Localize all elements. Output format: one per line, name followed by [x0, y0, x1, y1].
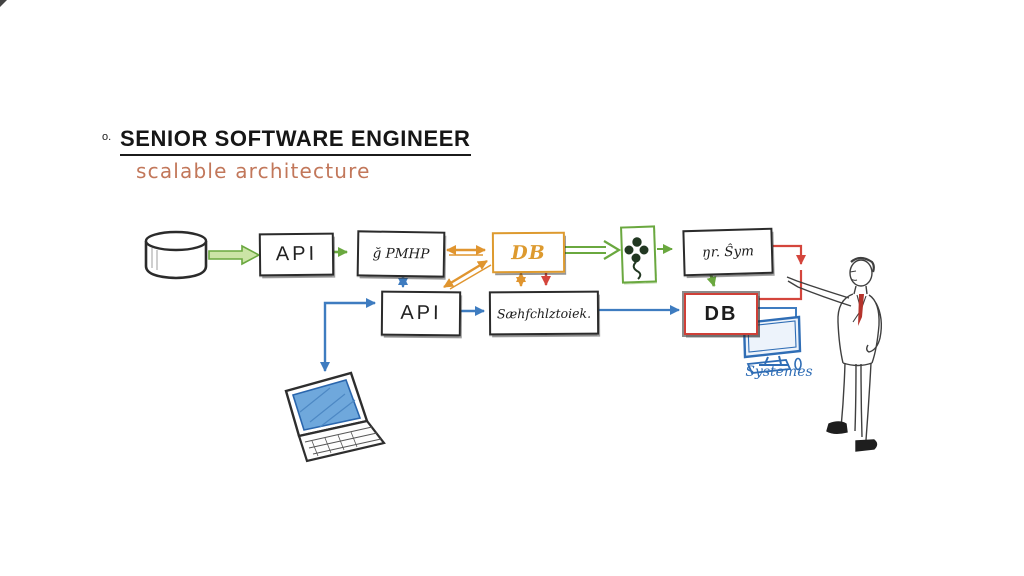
node-db-mid[interactable]: DB [684, 293, 758, 335]
node-db-top-label: DB [511, 241, 546, 264]
arrow-dbtop-to-branch [564, 240, 622, 260]
header: o. SENIOR SOFTWARE ENGINEER scalable arc… [100, 126, 471, 183]
node-api-top-label: API [275, 242, 318, 266]
node-scheduler-mid[interactable]: Sæhfchlztoiek. [488, 290, 600, 336]
node-api-mid[interactable]: API [380, 290, 462, 337]
database-cylinder-icon [144, 230, 208, 280]
git-branch-scribble-icon [624, 237, 649, 280]
node-scheduler-mid-label: Sæhfchlztoiek. [496, 305, 592, 321]
arrow-laptop-to-apimid [320, 298, 376, 372]
page-subtitle: scalable architecture [136, 159, 371, 183]
node-system-top-label: ŋr. Ŝym [701, 243, 755, 261]
node-api-top[interactable]: API [258, 232, 335, 277]
header-bullet: o. [102, 131, 112, 143]
node-system-top[interactable]: ŋr. Ŝym [682, 227, 774, 277]
presenter-figure [786, 256, 883, 452]
line-dbmid-to-monitor [756, 307, 797, 318]
monitor-caption: Systemes [745, 364, 813, 380]
corner-artifact [0, 0, 7, 7]
node-service-top[interactable]: ğ PMHP [356, 230, 446, 278]
node-service-top-label: ğ PMHP [372, 245, 430, 263]
node-api-mid-label: API [400, 301, 442, 325]
node-db-mid-label: DB [704, 302, 738, 325]
arrow-service-dbtop-horizontal [446, 245, 486, 256]
line-red-to-dbmid [759, 270, 803, 301]
arrow-red-system-elbow [770, 244, 806, 265]
node-db-top[interactable]: DB [491, 231, 566, 274]
laptop-icon [284, 371, 386, 463]
monitor-icon [742, 315, 802, 374]
arrow-dbtop-apimid-diagonal [443, 259, 492, 290]
arrow-db-source-to-api [208, 244, 261, 266]
page-title: SENIOR SOFTWARE ENGINEER [120, 126, 471, 156]
node-branch-box[interactable] [620, 225, 657, 284]
